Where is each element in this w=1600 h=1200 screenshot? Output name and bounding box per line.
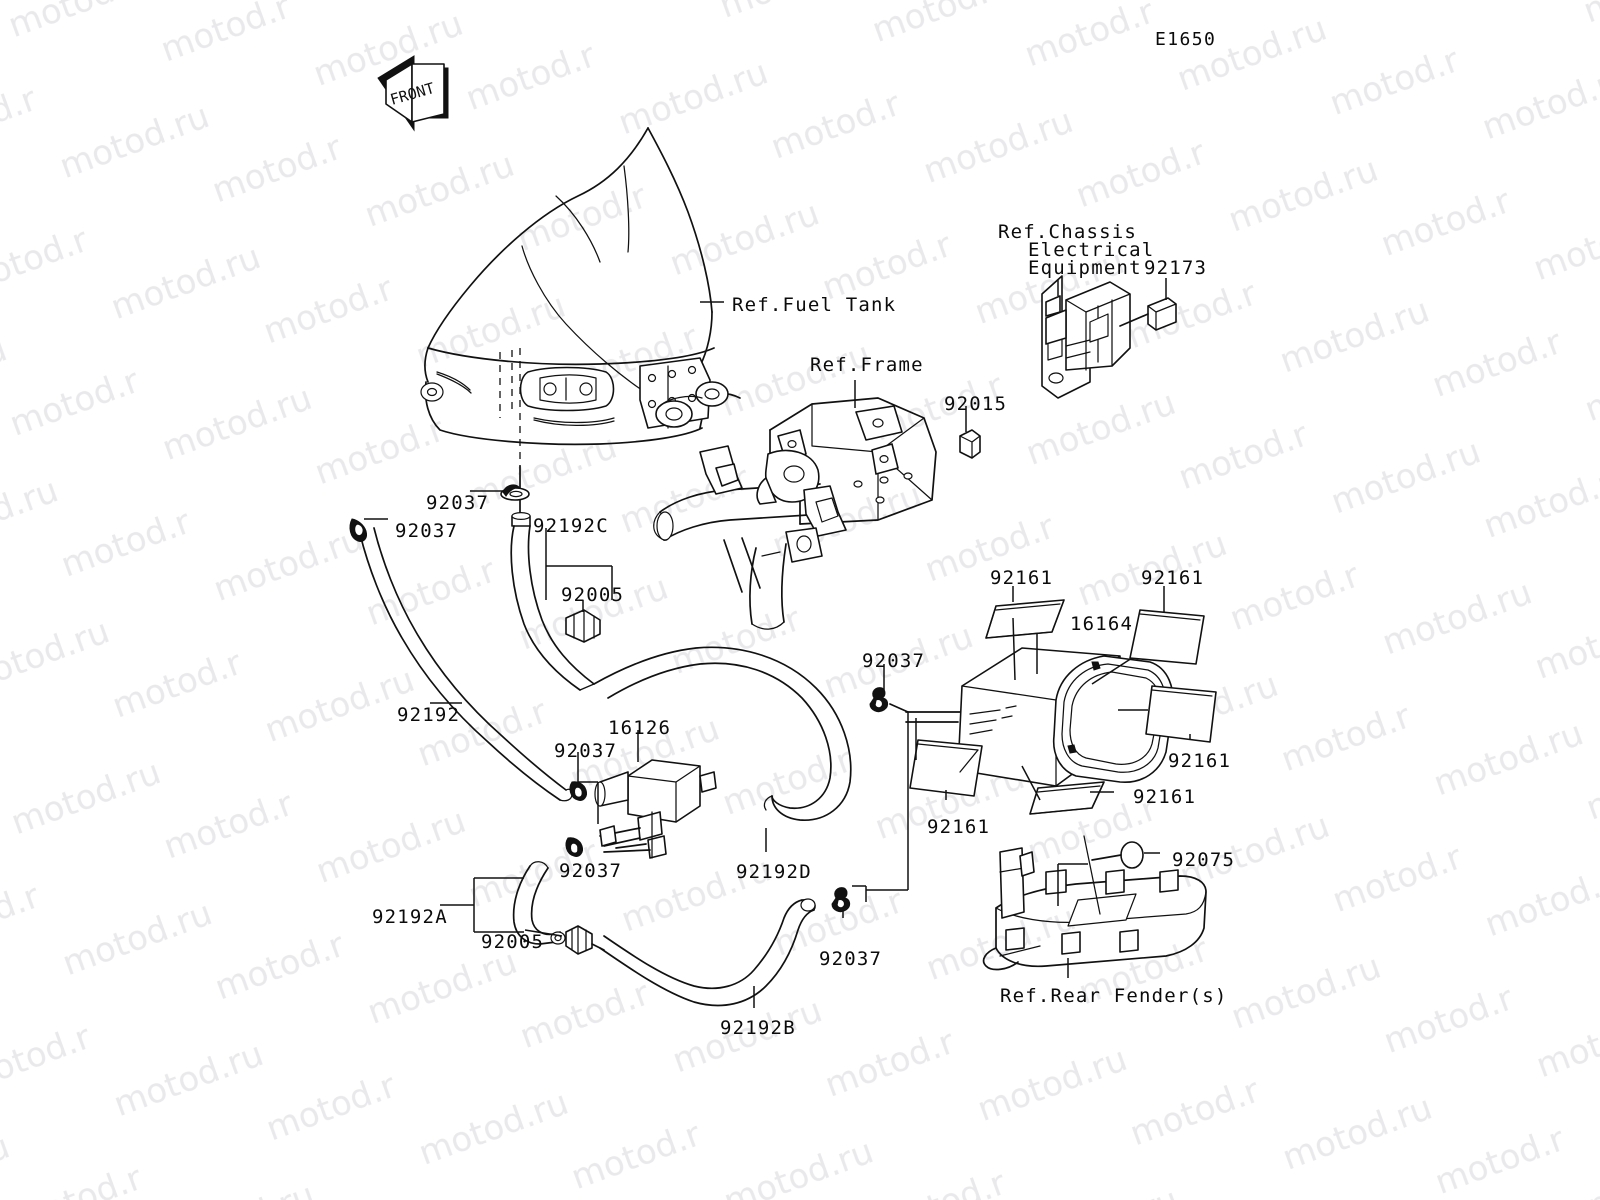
part-label-92161-a: 92161 (990, 567, 1054, 589)
ref-label-rear-fender: Ref.Rear Fender(s) (1000, 985, 1228, 1007)
part-label-92005-upper: 92005 (561, 584, 625, 606)
part-label-92192A: 92192A (372, 906, 448, 928)
part-label-16126: 16126 (608, 717, 672, 739)
part-label-92161-d: 92161 (1133, 786, 1197, 808)
part-label-92173: 92173 (1144, 257, 1208, 279)
part-label-92037-bottom: 92037 (819, 948, 883, 970)
part-label-92161-c: 92161 (1168, 750, 1232, 772)
ref-label-fuel-tank: Ref.Fuel Tank (732, 294, 897, 316)
part-label-16164: 16164 (1070, 613, 1134, 635)
part-label-92075: 92075 (1172, 849, 1236, 871)
part-label-92005-lower: 92005 (481, 931, 545, 953)
part-label-92015: 92015 (944, 393, 1008, 415)
part-label-92037-left: 92037 (395, 520, 459, 542)
ref-label-frame: Ref.Frame (810, 354, 924, 376)
part-label-92037-canister: 92037 (862, 650, 926, 672)
part-label-92037-tank: 92037 (426, 492, 490, 514)
part-label-92192D: 92192D (736, 861, 812, 883)
part-label-92192C: 92192C (533, 515, 609, 537)
part-label-92192B: 92192B (720, 1017, 796, 1039)
part-label-92037-valve-lower: 92037 (559, 860, 623, 882)
part-label-92037-valve: 92037 (554, 740, 618, 762)
ref-label-chassis-3: Equipment (1028, 257, 1142, 279)
diagram-code: E1650 (1155, 29, 1217, 50)
part-label-92161-b: 92161 (1141, 567, 1205, 589)
part-label-92192: 92192 (397, 704, 461, 726)
part-label-92161-e: 92161 (927, 816, 991, 838)
